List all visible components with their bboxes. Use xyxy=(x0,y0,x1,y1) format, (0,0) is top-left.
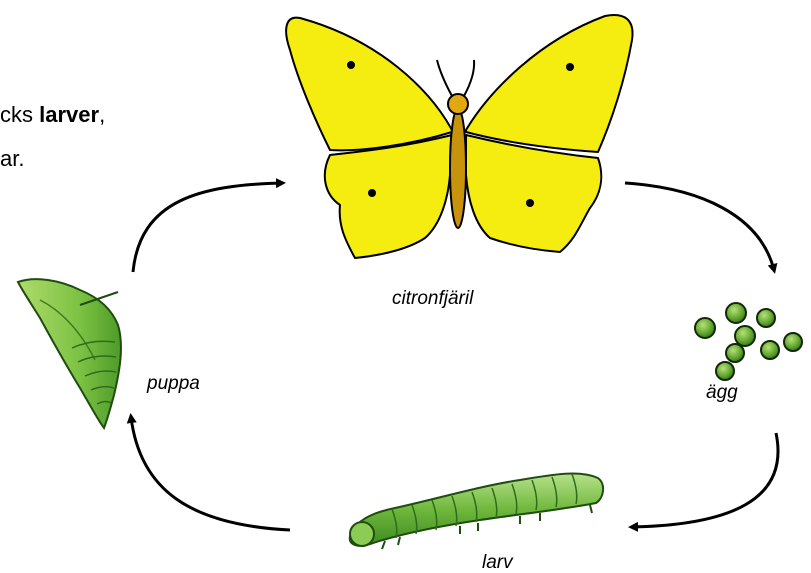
butterfly-illustration xyxy=(286,15,632,258)
arrow-eggs-to-larva xyxy=(632,433,778,527)
arrow-larva-to-pupa xyxy=(131,417,290,530)
label-eggs: ägg xyxy=(706,382,738,404)
larva-head xyxy=(350,522,374,546)
pupa-illustration xyxy=(18,279,121,428)
egg xyxy=(784,333,802,351)
butterfly-left-lower-wing xyxy=(325,135,452,258)
wing-spot xyxy=(566,63,574,71)
label-pupa: puppa xyxy=(147,373,200,395)
butterfly-left-upper-wing xyxy=(286,18,452,151)
egg xyxy=(757,309,775,327)
butterfly-right-antenna xyxy=(464,60,474,96)
eggs-illustration xyxy=(695,303,802,380)
arrow-butterfly-to-eggs xyxy=(625,183,774,270)
wing-spot xyxy=(347,61,355,69)
larva-illustration xyxy=(350,474,603,549)
egg xyxy=(761,341,779,359)
label-larva: larv xyxy=(482,552,513,573)
egg xyxy=(726,303,746,323)
egg xyxy=(716,362,734,380)
label-butterfly: citronfjäril xyxy=(392,288,473,310)
egg xyxy=(726,344,744,362)
butterfly-left-antenna xyxy=(437,60,452,96)
butterfly-right-lower-wing xyxy=(466,135,601,252)
butterfly-body xyxy=(450,108,466,228)
butterfly-head xyxy=(448,94,468,114)
egg xyxy=(735,326,755,346)
butterfly-right-upper-wing xyxy=(466,15,633,152)
arrow-pupa-to-butterfly xyxy=(133,183,282,272)
pupa-body xyxy=(18,279,121,428)
wing-spot xyxy=(368,189,376,197)
wing-spot xyxy=(526,199,534,207)
egg xyxy=(695,318,715,338)
